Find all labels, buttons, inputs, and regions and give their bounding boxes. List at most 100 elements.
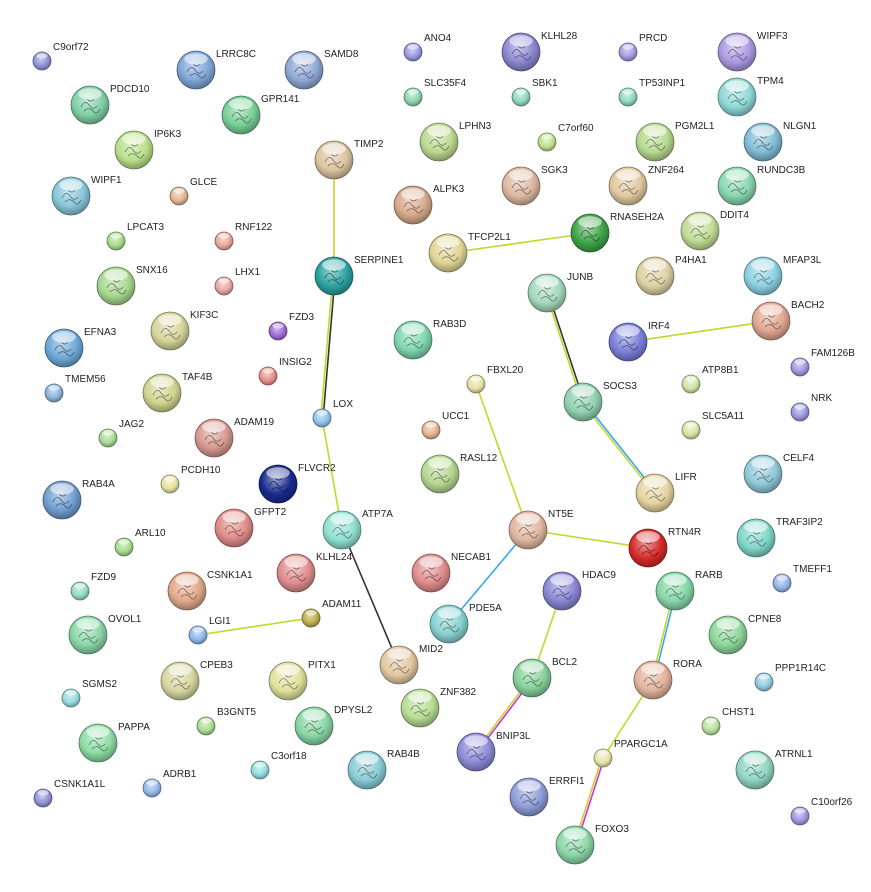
node-glce[interactable]: GLCE xyxy=(169,177,218,206)
node-p4ha1[interactable]: P4HA1 xyxy=(635,255,707,296)
node-c9orf72[interactable]: C9orf72 xyxy=(32,42,89,71)
node-fam126b[interactable]: FAM126B xyxy=(790,348,855,377)
node-gpr141[interactable]: GPR141 xyxy=(221,94,300,135)
node-nlgn1[interactable]: NLGN1 xyxy=(743,121,817,162)
node-pgm2l1[interactable]: PGM2L1 xyxy=(635,121,715,162)
node-adam11[interactable]: ADAM11 xyxy=(301,599,362,628)
node-socs3[interactable]: SOCS3 xyxy=(563,381,637,422)
node-timp2[interactable]: TIMP2 xyxy=(314,139,384,180)
node-ddit4[interactable]: DDIT4 xyxy=(680,210,749,251)
node-rora[interactable]: RORA xyxy=(633,659,702,700)
node-slc5a11[interactable]: SLC5A11 xyxy=(681,411,745,440)
node-serpine1[interactable]: SERPINE1 xyxy=(314,255,404,296)
node-irf4[interactable]: IRF4 xyxy=(608,321,670,362)
node-pappa[interactable]: PAPPA xyxy=(78,722,150,763)
node-taf4b[interactable]: TAF4B xyxy=(142,372,213,413)
node-chst1[interactable]: CHST1 xyxy=(701,707,755,736)
node-ppargc1a[interactable]: PPARGC1A xyxy=(593,739,668,768)
node-hdac9[interactable]: HDAC9 xyxy=(542,570,616,611)
node-foxo3[interactable]: FOXO3 xyxy=(555,824,629,865)
node-fzd3[interactable]: FZD3 xyxy=(268,312,314,341)
node-lox[interactable]: LOX xyxy=(312,399,353,428)
node-znf264[interactable]: ZNF264 xyxy=(608,165,685,206)
node-ovol1[interactable]: OVOL1 xyxy=(68,614,142,655)
node-sgk3[interactable]: SGK3 xyxy=(501,165,568,206)
node-lrrc8c[interactable]: LRRC8C xyxy=(176,49,256,90)
node-tmeff1[interactable]: TMEFF1 xyxy=(772,564,832,593)
node-cpeb3[interactable]: CPEB3 xyxy=(160,660,233,701)
node-wipf3[interactable]: WIPF3 xyxy=(717,31,788,72)
node-rasl12[interactable]: RASL12 xyxy=(420,453,498,494)
node-samd8[interactable]: SAMD8 xyxy=(284,49,359,90)
edge-SERPINE1-LOX[interactable] xyxy=(320,275,336,419)
node-fbxl20[interactable]: FBXL20 xyxy=(466,365,524,394)
node-c3orf18[interactable]: C3orf18 xyxy=(250,751,307,780)
node-atp8b1[interactable]: ATP8B1 xyxy=(681,365,739,394)
node-nt5e[interactable]: NT5E xyxy=(508,509,574,550)
edge-LGI1-ADAM11[interactable] xyxy=(197,617,312,636)
node-prcd[interactable]: PRCD xyxy=(618,33,667,62)
node-tfcp2l1[interactable]: TFCP2L1 xyxy=(428,232,511,273)
node-slc35f4[interactable]: SLC35F4 xyxy=(403,78,467,107)
node-tmem56[interactable]: TMEM56 xyxy=(44,374,106,403)
node-klhl28[interactable]: KLHL28 xyxy=(501,31,578,72)
node-flvcr2[interactable]: FLVCR2 xyxy=(258,463,336,504)
node-lifr[interactable]: LIFR xyxy=(635,472,697,513)
node-lgi1[interactable]: LGI1 xyxy=(188,616,231,645)
node-jag2[interactable]: JAG2 xyxy=(98,419,144,448)
node-c7orf60[interactable]: C7orf60 xyxy=(537,123,594,152)
node-bach2[interactable]: BACH2 xyxy=(751,300,825,341)
node-rundc3b[interactable]: RUNDC3B xyxy=(717,165,806,206)
node-efna3[interactable]: EFNA3 xyxy=(44,327,117,368)
node-bcl2[interactable]: BCL2 xyxy=(512,657,577,698)
node-bnip3l[interactable]: BNIP3L xyxy=(456,731,531,772)
node-traf3ip2[interactable]: TRAF3IP2 xyxy=(736,517,823,558)
node-fzd9[interactable]: FZD9 xyxy=(70,572,116,601)
node-lpcat3[interactable]: LPCAT3 xyxy=(106,222,164,251)
node-sbk1[interactable]: SBK1 xyxy=(511,78,558,107)
node-rab4b[interactable]: RAB4B xyxy=(347,749,420,790)
node-insig2[interactable]: INSIG2 xyxy=(258,357,312,386)
node-errfi1[interactable]: ERRFI1 xyxy=(509,776,585,817)
node-pde5a[interactable]: PDE5A xyxy=(429,603,502,644)
node-rnaseh2a[interactable]: RNASEH2A xyxy=(570,212,664,253)
node-adam19[interactable]: ADAM19 xyxy=(194,417,274,458)
node-cpne8[interactable]: CPNE8 xyxy=(708,614,782,655)
edge-TFCP2L1-RNASEH2A[interactable] xyxy=(447,232,591,254)
node-ano4[interactable]: ANO4 xyxy=(403,33,452,62)
node-znf382[interactable]: ZNF382 xyxy=(400,687,477,728)
node-ip6k3[interactable]: IP6K3 xyxy=(114,129,182,170)
node-wipf1[interactable]: WIPF1 xyxy=(51,175,122,216)
node-tp53inp1[interactable]: TP53INP1 xyxy=(618,78,686,107)
node-adrb1[interactable]: ADRB1 xyxy=(142,769,197,798)
edge-ATP7A-MID2[interactable] xyxy=(341,529,400,666)
node-tpm4[interactable]: TPM4 xyxy=(717,76,784,117)
edge-IRF4-BACH2[interactable] xyxy=(627,320,772,343)
node-alpk3[interactable]: ALPK3 xyxy=(393,184,465,225)
node-mfap3l[interactable]: MFAP3L xyxy=(743,255,822,296)
node-dpysl2[interactable]: DPYSL2 xyxy=(294,705,373,746)
edge-FBXL20-NT5E[interactable] xyxy=(475,383,529,531)
edge-NT5E-RTN4R[interactable] xyxy=(527,529,649,549)
node-atrnl1[interactable]: ATRNL1 xyxy=(735,749,813,790)
node-rab4a[interactable]: RAB4A xyxy=(42,479,115,520)
node-pcdh10[interactable]: PCDH10 xyxy=(160,465,221,494)
node-lphn3[interactable]: LPHN3 xyxy=(419,121,492,162)
node-necab1[interactable]: NECAB1 xyxy=(411,552,491,593)
node-rab3d[interactable]: RAB3D xyxy=(393,319,466,360)
node-kif3c[interactable]: KIF3C xyxy=(150,310,218,351)
node-arl10[interactable]: ARL10 xyxy=(114,528,166,557)
node-gfpt2[interactable]: GFPT2 xyxy=(214,507,287,548)
node-klhl24[interactable]: KLHL24 xyxy=(276,552,353,593)
node-c10orf26[interactable]: C10orf26 xyxy=(790,797,853,826)
node-lhx1[interactable]: LHX1 xyxy=(214,267,260,296)
node-sgms2[interactable]: SGMS2 xyxy=(61,679,117,708)
node-atp7a[interactable]: ATP7A xyxy=(322,509,393,550)
node-csnk1a1[interactable]: CSNK1A1 xyxy=(167,570,253,611)
node-pitx1[interactable]: PITX1 xyxy=(268,660,336,701)
node-celf4[interactable]: CELF4 xyxy=(743,453,815,494)
node-ucc1[interactable]: UCC1 xyxy=(421,411,470,440)
node-junb[interactable]: JUNB xyxy=(527,272,593,313)
node-snx16[interactable]: SNX16 xyxy=(96,265,168,306)
node-csnk1a1l[interactable]: CSNK1A1L xyxy=(33,779,106,808)
